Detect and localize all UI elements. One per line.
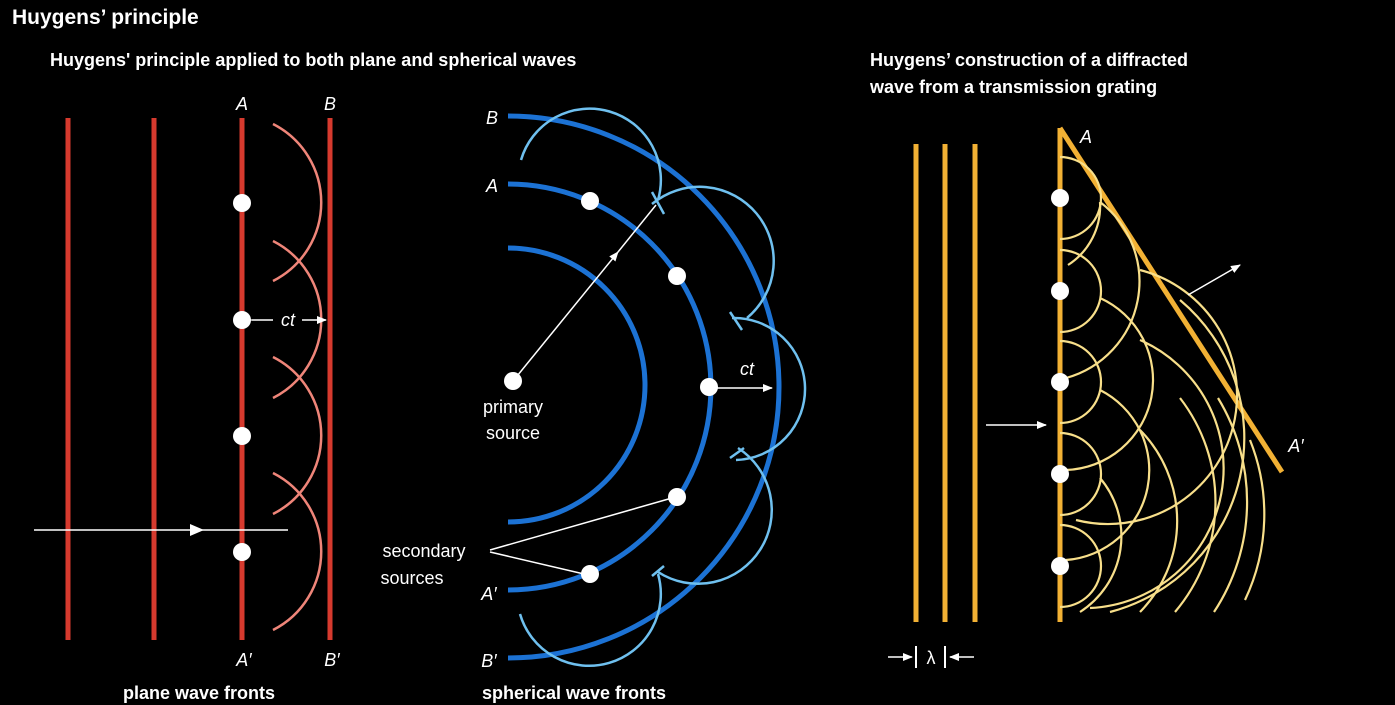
- grating-slit-source-dot: [1051, 189, 1069, 207]
- spherical-wavelet-tick: [728, 311, 744, 331]
- primary-source-dot: [504, 372, 522, 390]
- grating-wavelet-arc: [1065, 201, 1141, 380]
- grating-group: A A′ λ: [888, 126, 1304, 668]
- spherical-wavelet-tick: [729, 446, 745, 460]
- grating-wavelet-arc: [1067, 201, 1102, 266]
- spherical-secondary-source-dot: [668, 267, 686, 285]
- left-panel-heading: Huygens' principle applied to both plane…: [50, 50, 577, 70]
- spherical-front-b-prime-label: B′: [481, 651, 497, 671]
- spherical-front-b-label: B: [486, 108, 498, 128]
- spherical-wave-caption: spherical wave fronts: [482, 683, 666, 703]
- spherical-inner-front: [507, 245, 648, 525]
- grating-wavelet-arc: [1213, 397, 1249, 613]
- grating-wavelet-arc: [1059, 523, 1103, 609]
- secondary-sources-pointer: [489, 497, 673, 551]
- secondary-sources-pointer: [489, 551, 585, 575]
- spherical-front-a-label: A: [485, 176, 498, 196]
- plane-ct-label: ct: [281, 310, 296, 330]
- plane-wavelet-arc: [272, 471, 323, 632]
- spherical-wavelet-tick: [650, 191, 666, 215]
- grating-wavelet-arc: [1139, 429, 1179, 613]
- secondary-sources-label-line2: sources: [380, 568, 443, 588]
- plane-wave-group: A B A′ B′ ct plane wave fronts: [34, 94, 340, 703]
- diffracted-front-a: [1057, 126, 1285, 474]
- spherical-wavelet-tick: [651, 565, 665, 577]
- spherical-wavelet-arc: [731, 316, 807, 462]
- secondary-sources-label-line1: secondary: [382, 541, 465, 561]
- grating-wavelet-arc: [1059, 248, 1103, 334]
- grating-wavelet-arc: [1059, 431, 1103, 517]
- plane-wavelets: [272, 122, 323, 632]
- spherical-front-a-prime-label: A′: [480, 584, 497, 604]
- grating-wavelet-arc: [1065, 296, 1155, 472]
- plane-secondary-source-dot: [233, 543, 251, 561]
- grating-wavelet-arc: [1109, 299, 1246, 614]
- spherical-wavelets: [518, 107, 807, 668]
- spherical-secondary-source-dot: [581, 192, 599, 210]
- right-panel-heading-line2: wave from a transmission grating: [870, 77, 1158, 97]
- wavelength-label: λ: [927, 648, 936, 668]
- grating-wavelet-arc: [1065, 389, 1151, 562]
- spherical-wavelet-arc: [518, 573, 663, 668]
- spherical-secondary-source-dot: [668, 488, 686, 506]
- grating-slit-source-dot: [1051, 557, 1069, 575]
- plane-propagation-arrowhead: [190, 524, 204, 536]
- plane-front-a-label: A: [235, 94, 248, 114]
- plane-front-a-prime-label: A′: [235, 650, 252, 670]
- page-title: Huygens’ principle: [12, 6, 199, 29]
- grating-wavelet-arc: [1059, 155, 1103, 241]
- grating-wavelet-arc: [1059, 339, 1103, 425]
- grating-slit-source-dot: [1051, 282, 1069, 300]
- primary-source-ray-ext: [617, 204, 657, 253]
- spherical-ct-label: ct: [740, 359, 755, 379]
- spherical-front-b: [507, 113, 782, 661]
- plane-front-b-label: B: [324, 94, 336, 114]
- grating-slit-source-dot: [1051, 373, 1069, 391]
- grating-wavelet-arc: [1079, 477, 1123, 613]
- plane-wavelet-arc: [272, 122, 323, 283]
- plane-secondary-source-dot: [233, 427, 251, 445]
- grating-wavelet-arc: [1174, 397, 1217, 613]
- primary-source-label-line2: source: [486, 423, 540, 443]
- spherical-wavelet-arc: [651, 185, 775, 319]
- spherical-secondary-source-dot: [581, 565, 599, 583]
- spherical-wave-group: B A A′ B′ ct primary source secondary so…: [380, 107, 807, 703]
- grating-front-a-label: A: [1079, 127, 1092, 147]
- spherical-wavelet-arc: [519, 107, 663, 201]
- plane-wavelet-arc: [272, 355, 323, 516]
- grating-front-a-prime-label: A′: [1287, 436, 1304, 456]
- spherical-secondary-source-dot: [700, 378, 718, 396]
- primary-source-ray: [512, 251, 619, 382]
- plane-secondary-source-dot: [233, 311, 251, 329]
- grating-wavelets: [1059, 155, 1266, 614]
- grating-wavelet-arc: [1244, 439, 1266, 601]
- grating-wavelet-arc: [1089, 338, 1225, 610]
- diffracted-direction-arrow: [1187, 264, 1241, 296]
- plane-secondary-source-dot: [233, 194, 251, 212]
- grating-slit-source-dot: [1051, 465, 1069, 483]
- plane-wave-caption: plane wave fronts: [123, 683, 275, 703]
- plane-front-b-prime-label: B′: [324, 650, 340, 670]
- primary-source-label-line1: primary: [483, 397, 543, 417]
- spherical-front-a: [507, 181, 714, 593]
- right-panel-heading-line1: Huygens’ construction of a diffracted: [870, 50, 1189, 70]
- spherical-wavelet-arc: [657, 446, 773, 586]
